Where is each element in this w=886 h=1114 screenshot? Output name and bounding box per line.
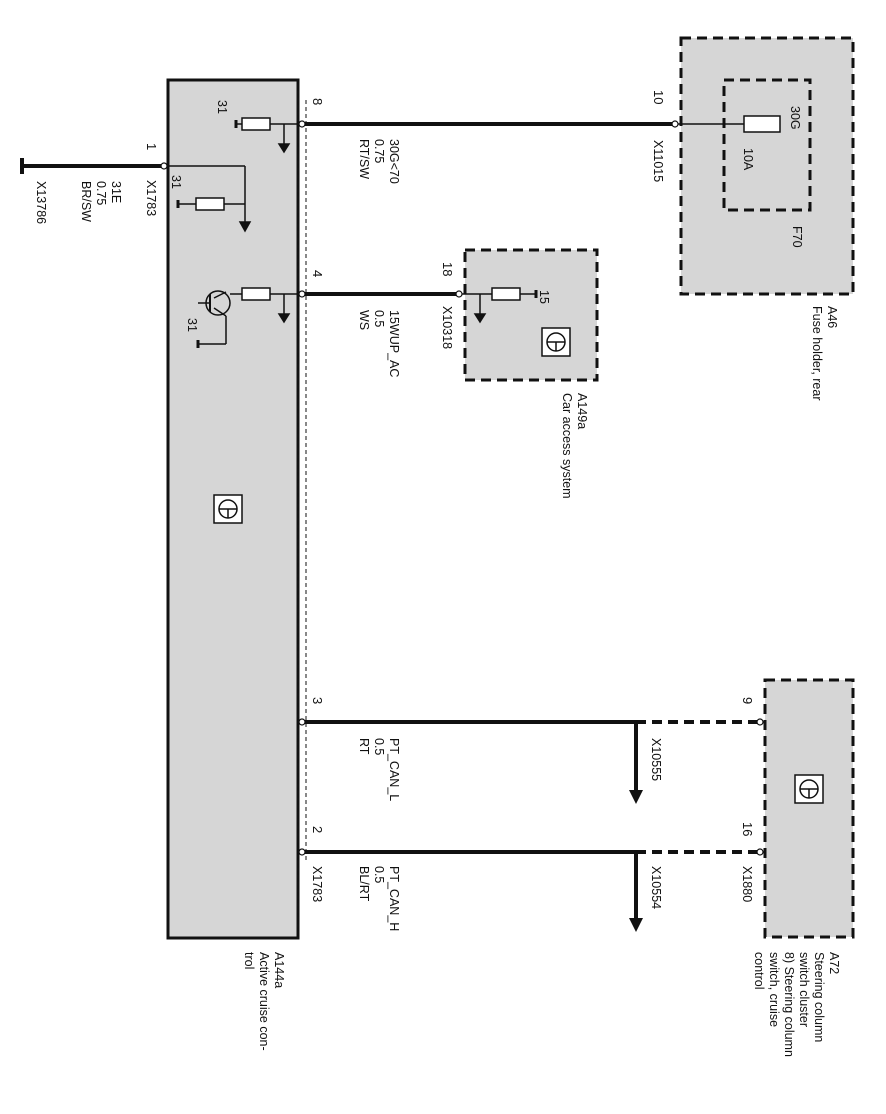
acc-pin4-transistor <box>196 287 300 348</box>
steering-body <box>763 678 855 939</box>
fuse-holder: 30G 10A F70 10 X11015 A46 Fuse holder, r… <box>651 36 855 401</box>
acc-pin-1: 1 <box>144 143 159 150</box>
steering-pin-16: 16 <box>740 822 755 836</box>
fuse-id: F70 <box>790 226 804 248</box>
ground-wire-line-1: 31E <box>109 181 123 203</box>
acc-ground-label-2: 31 <box>169 175 183 189</box>
acc-ground-label-1: 31 <box>215 100 229 114</box>
acc-connector-label-main: X1783 <box>310 866 324 902</box>
cas-body <box>463 248 599 382</box>
wire-pin8-line-1: 30G<70 <box>387 139 401 184</box>
cas-id: A149a <box>575 393 589 429</box>
splice-x10555: X10555 <box>629 722 663 804</box>
steering-name-line-4: switch, cruise <box>767 952 781 1027</box>
steering-switch-cluster: 9 16 X1880 A72 Steering column switch cl… <box>740 678 855 1057</box>
acc-pin8-resistor <box>234 117 300 154</box>
acc-unit-symbol-icon <box>213 494 243 524</box>
steering-connector: X1880 <box>740 866 754 902</box>
wire-pin2-line-2: 0.5 <box>372 866 386 883</box>
fuse-terminal: 30G <box>788 106 802 130</box>
acc-pin-8: 8 <box>310 98 325 105</box>
cas-contact <box>455 290 463 298</box>
splice-x10554: X10554 <box>629 852 663 932</box>
wire-pin3-line-1: PT_CAN_L <box>387 738 401 801</box>
acc-pin-2: 2 <box>310 826 325 833</box>
acc-id: A144a <box>272 952 286 988</box>
wire-pin8-line-2: 0.75 <box>372 139 386 163</box>
steering-pin-9: 9 <box>740 697 755 704</box>
wire-pin2-line-3: BL/RT <box>357 866 371 902</box>
wire-pin3: PT_CAN_L 0.5 RT <box>305 720 757 801</box>
wire-pin4: 15WUP_AC 0.5 WS <box>305 292 456 377</box>
steering-unit-symbol-icon <box>794 774 824 804</box>
cas-terminal: 15 <box>537 290 551 304</box>
wire-pin3-line-3: RT <box>357 738 371 755</box>
ground-connector-label: X13786 <box>34 181 48 224</box>
ground-wire-line-2: 0.75 <box>94 181 108 205</box>
fuse-rating: 10A <box>741 148 755 171</box>
ground-wire: 31E 0.75 BR/SW X13786 <box>20 158 161 224</box>
wire-pin2-line-1: PT_CAN_H <box>387 866 401 931</box>
fuse-holder-id: A46 <box>825 306 839 328</box>
wire-pin8-line-3: RT/SW <box>357 139 371 179</box>
cas-name: Car access system <box>560 393 574 499</box>
fuse-holder-pin: 10 <box>651 90 666 104</box>
cas-pin: 18 <box>440 262 455 276</box>
steering-name-line-3: 8) Steering column <box>782 952 796 1057</box>
wire-pin4-line-2: 0.5 <box>372 310 386 327</box>
fuse-holder-name: Fuse holder, rear <box>810 306 824 401</box>
cas-unit-symbol-icon <box>541 327 571 357</box>
splice-x10555-label: X10555 <box>649 738 663 781</box>
fuse-holder-connector: X11015 <box>651 140 665 182</box>
cas-resistor <box>462 287 538 324</box>
steering-name-line-5: control <box>752 952 766 990</box>
fuse-holder-contact <box>671 120 679 128</box>
acc-pin-3: 3 <box>310 697 325 704</box>
steering-contact-9 <box>756 718 764 726</box>
acc-name-line-2: trol <box>242 952 256 969</box>
cas-connector: X10318 <box>440 306 454 349</box>
wire-pin4-line-1: 15WUP_AC <box>387 310 401 377</box>
car-access-system: 15 18 X10318 A149a Car access system <box>440 248 599 499</box>
acc-pin-4: 4 <box>310 270 325 277</box>
acc-module: 31 31 31 <box>144 78 325 1051</box>
acc-connector-label-ground: X1783 <box>144 180 158 216</box>
steering-name-line-1: Steering column <box>812 952 826 1042</box>
splice-x10554-label: X10554 <box>649 866 663 909</box>
acc-ground-label-3: 31 <box>185 318 199 332</box>
fuse-icon <box>675 115 781 133</box>
wire-pin3-line-2: 0.5 <box>372 738 386 755</box>
steering-id: A72 <box>827 952 841 974</box>
wire-pin4-line-3: WS <box>357 310 371 330</box>
acc-pin1-resistor <box>168 165 252 233</box>
fuse-f70-box <box>722 78 812 212</box>
ground-wire-line-3: BR/SW <box>79 181 93 222</box>
wire-pin8: 30G<70 0.75 RT/SW <box>305 122 672 184</box>
steering-name-line-2: switch cluster <box>797 952 811 1027</box>
acc-name-line-1: Active cruise con- <box>257 952 271 1051</box>
wire-pin2: PT_CAN_H 0.5 BL/RT <box>305 850 757 931</box>
steering-contact-16 <box>756 848 764 856</box>
